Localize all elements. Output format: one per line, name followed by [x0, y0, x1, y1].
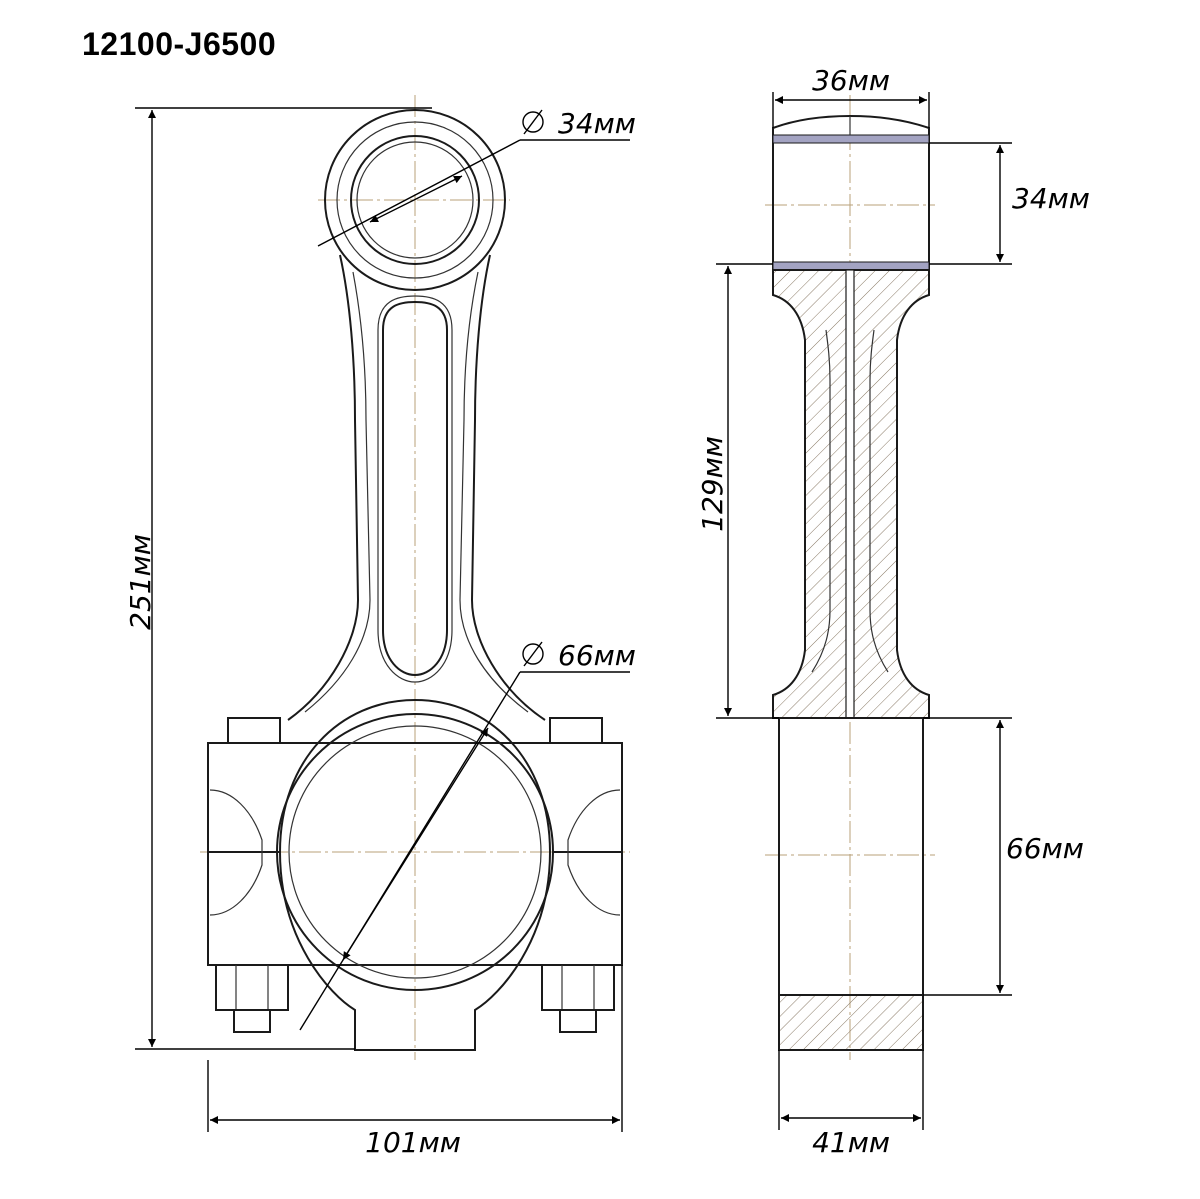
big-end-diameter-dimension: 66мм — [299, 639, 636, 1031]
right-bolt — [541, 964, 615, 1033]
top-width-dimension: 36мм — [772, 64, 930, 128]
small-end-height-dimension: 34мм — [929, 142, 1090, 265]
center-length-label: 129мм — [696, 436, 729, 532]
big-end-height-dimension: 66мм — [923, 717, 1084, 996]
left-bolt — [215, 964, 289, 1033]
part-number-title: 12100-J6500 — [82, 26, 277, 62]
bottom-width-label: 41мм — [812, 1126, 890, 1159]
big-end-height-label: 66мм — [1006, 832, 1084, 865]
small-end-diameter-dimension: 34мм — [317, 107, 636, 247]
side-beam-section — [772, 269, 930, 719]
side-view: 36мм 34мм 129мм 66мм 41мм — [696, 64, 1090, 1159]
overall-width-label: 101мм — [365, 1126, 461, 1159]
small-end-height-label: 34мм — [1012, 182, 1090, 215]
big-end-diameter-label: 66мм — [558, 639, 636, 672]
top-width-label: 36мм — [812, 64, 890, 97]
big-end-housing — [207, 698, 623, 1051]
center-length-dimension: 129мм — [696, 263, 779, 719]
small-end-eye — [324, 109, 506, 291]
overall-width-dimension: 101мм — [207, 965, 623, 1159]
front-view: 34мм 66мм 251мм 101мм — [124, 95, 636, 1159]
rod-beam — [287, 254, 546, 721]
side-big-end — [778, 717, 924, 1051]
bottom-width-dimension: 41мм — [778, 1050, 924, 1159]
small-end-diameter-label: 34мм — [558, 107, 636, 140]
overall-length-label: 251мм — [124, 534, 157, 630]
overall-length-dimension: 251мм — [124, 107, 432, 1050]
side-small-end — [772, 114, 930, 271]
